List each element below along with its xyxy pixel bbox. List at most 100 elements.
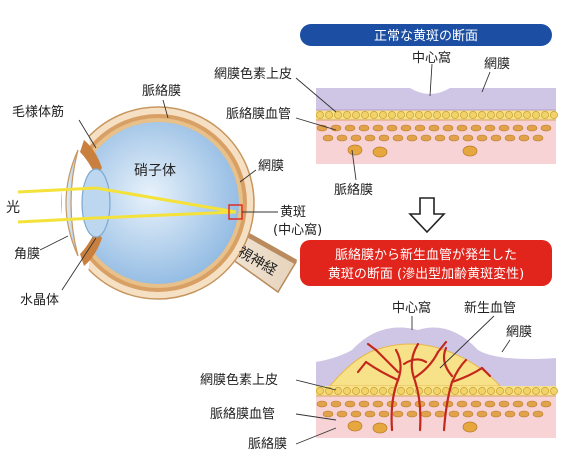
rpe-cell <box>523 111 531 119</box>
choroid-vessel <box>406 410 418 418</box>
choroid-vessel <box>456 124 468 132</box>
rpe-cell <box>433 111 441 119</box>
choroid-vessel <box>378 410 390 418</box>
rpe-cell <box>379 387 387 395</box>
down-arrow-icon <box>408 197 446 234</box>
label-fovea-paren: (中心窩) <box>273 222 322 238</box>
rpe-cell <box>424 387 432 395</box>
normal-macula-section: 正常な黄斑の断面 中心窩 網膜 網膜色素上皮 脈絡膜血管 脈絡膜 <box>214 24 558 198</box>
rpe-cell <box>496 387 504 395</box>
choroid-vessel <box>470 400 482 408</box>
rpe-cell <box>343 111 351 119</box>
normal-retina-layer <box>316 88 556 110</box>
rpe-cell <box>514 387 522 395</box>
choroid-vessel <box>504 134 516 142</box>
rpe-cell <box>325 387 333 395</box>
rpe-cell <box>487 387 495 395</box>
choroid-vessel <box>322 134 334 142</box>
rpe-cell <box>532 111 540 119</box>
rpe-cell <box>460 387 468 395</box>
amd-label-new-vessel: 新生血管 <box>464 300 516 316</box>
choroid-vessel <box>350 134 362 142</box>
choroid-vessel <box>330 124 342 132</box>
rpe-cell <box>469 111 477 119</box>
choroid-vessel <box>448 410 460 418</box>
choroid-vessel <box>442 124 454 132</box>
choroid-vessel <box>540 400 552 408</box>
rpe-cell <box>370 111 378 119</box>
choroid-vessel <box>358 124 370 132</box>
amd-label-fovea: 中心窩 <box>392 300 431 316</box>
amd-label-rpe: 網膜色素上皮 <box>200 372 278 388</box>
neovascular-vessels <box>356 340 492 432</box>
choroid-vessel <box>372 124 384 132</box>
choroid-vessel <box>518 410 530 418</box>
choroid-vessel <box>350 410 362 418</box>
choroid-vessel <box>540 124 552 132</box>
rpe-cell <box>343 387 351 395</box>
choroid-vessel <box>378 134 390 142</box>
choroid-vessel <box>392 410 404 418</box>
choroid-vessel <box>400 400 412 408</box>
rpe-cell <box>397 111 405 119</box>
choroid-vessel <box>504 410 516 418</box>
rpe-cell <box>505 111 513 119</box>
choroid-vessel <box>336 134 348 142</box>
light-rays <box>17 186 237 224</box>
choroid-vessel <box>512 400 524 408</box>
amd-macula-section: 脈絡膜から新生血管が発生した 黄斑の断面 (滲出型加齢黄斑変性) <box>200 240 558 452</box>
choroid-vessel <box>456 400 468 408</box>
rpe-cell <box>496 111 504 119</box>
rpe-cell <box>541 111 549 119</box>
rpe-cell <box>334 111 342 119</box>
choroid-vessel <box>386 124 398 132</box>
choroid-vessel-large <box>347 420 363 432</box>
rpe-cell <box>469 387 477 395</box>
rpe-cell <box>406 111 414 119</box>
choroid-vessel <box>484 400 496 408</box>
choroid-vessel <box>448 134 460 142</box>
label-macula: 黄斑 <box>280 205 306 220</box>
amd-label-choroid-vessel: 脈絡膜血管 <box>210 406 275 422</box>
cornea <box>65 149 79 257</box>
rpe-cell <box>451 387 459 395</box>
choroid-vessel <box>322 410 334 418</box>
label-ciliary-muscle: 毛様体筋 <box>12 104 64 120</box>
choroid-vessel <box>420 410 432 418</box>
choroid-vessel <box>490 134 502 142</box>
rpe-cell <box>406 387 414 395</box>
normal-label-rpe: 網膜色素上皮 <box>214 66 292 82</box>
choroid-vessel <box>532 410 544 418</box>
normal-label-fovea: 中心窩 <box>412 50 451 66</box>
vitreous-body <box>77 122 239 284</box>
normal-rpe-cells <box>316 111 558 119</box>
choroid-vessel <box>372 400 384 408</box>
rpe-cell <box>415 111 423 119</box>
choroid-vessel-large <box>372 146 388 158</box>
rpe-cell <box>316 387 324 395</box>
rpe-cell <box>325 111 333 119</box>
choroid-vessel <box>498 124 510 132</box>
normal-title: 正常な黄斑の断面 <box>374 29 478 44</box>
label-lens: 水晶体 <box>20 293 59 308</box>
choroid-vessel <box>476 410 488 418</box>
rpe-cell <box>316 111 324 119</box>
rpe-cell <box>388 111 396 119</box>
ciliary-muscle-upper <box>80 140 102 176</box>
choroid-vessel <box>364 410 376 418</box>
choroid-vessel <box>490 410 502 418</box>
crystalline-lens <box>81 168 111 238</box>
rpe-cell <box>442 111 450 119</box>
rpe-cell <box>460 111 468 119</box>
choroid-vessel <box>364 134 376 142</box>
rpe-cell <box>505 387 513 395</box>
rpe-cell <box>424 111 432 119</box>
choroid-vessel <box>428 400 440 408</box>
label-vitreous: 硝子体 <box>134 163 176 179</box>
choroid-vessel <box>428 124 440 132</box>
rpe-cell <box>478 111 486 119</box>
rpe-cell <box>451 111 459 119</box>
choroid-vessel <box>330 400 342 408</box>
rpe-cell <box>532 387 540 395</box>
